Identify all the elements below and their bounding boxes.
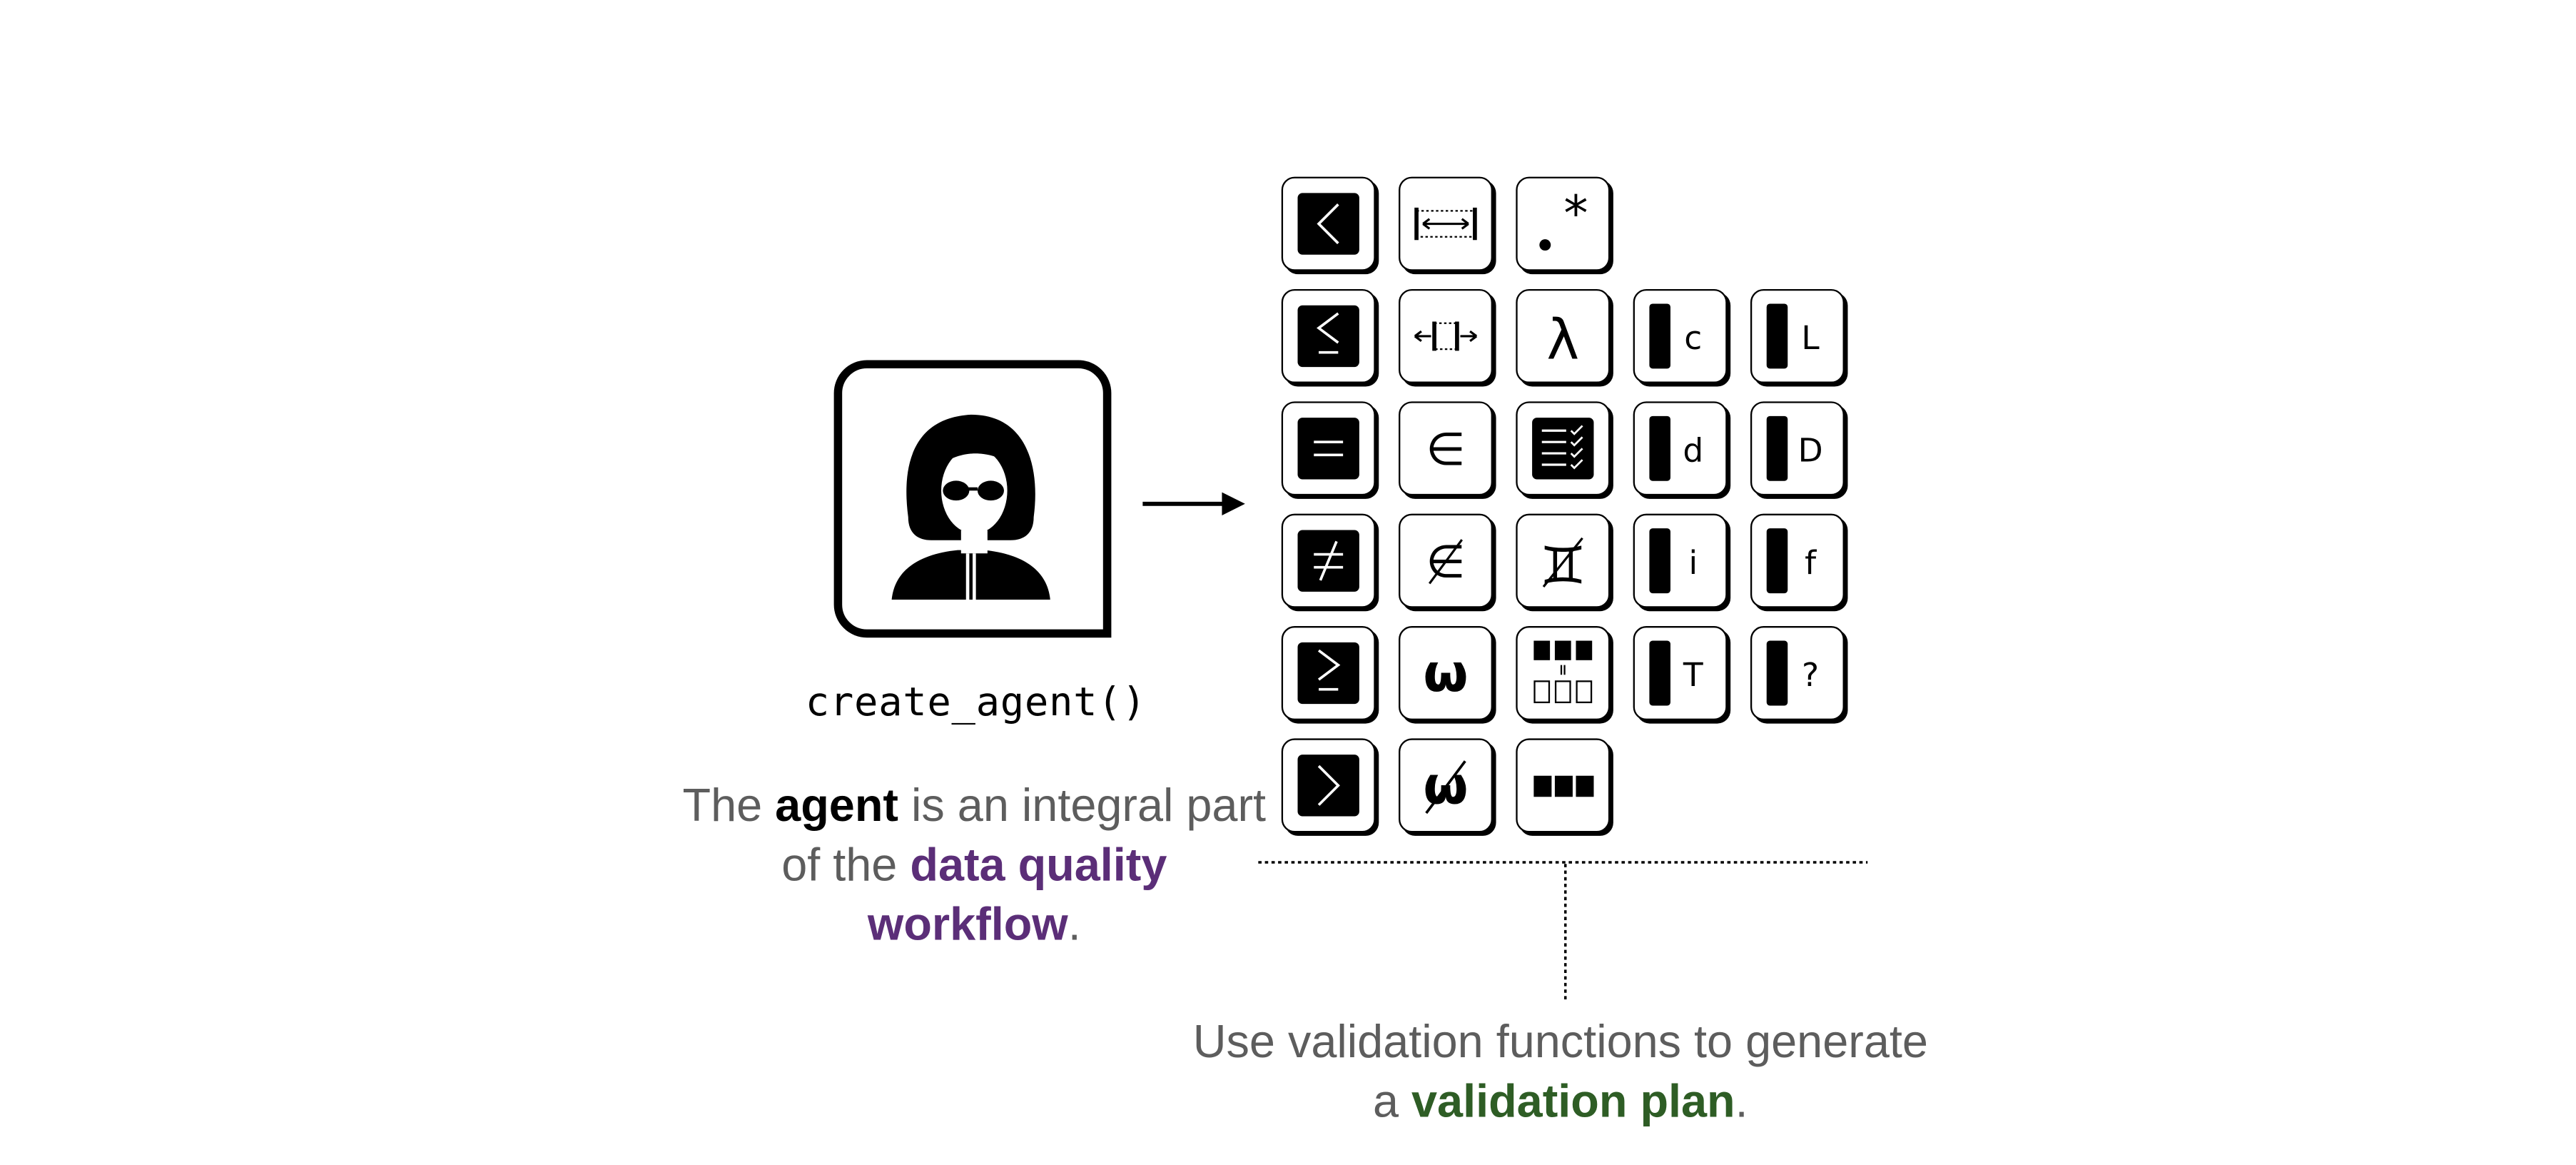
rows-distinct-not-icon: ♊ <box>1540 535 1586 596</box>
col-is-character-icon: c <box>1649 303 1702 369</box>
validation-tile <box>1281 626 1376 720</box>
svg-text:♊: ♊ <box>1540 535 1586 596</box>
validation-tile <box>1281 288 1376 383</box>
grid-bracket <box>1258 861 1868 1002</box>
validation-tile: ∈ <box>1399 513 1493 608</box>
col-is-numeric-icon: d <box>1649 415 1703 481</box>
validation-tile <box>1281 738 1376 833</box>
validation-caption: Use validation functions to generate a v… <box>1192 1016 1928 1127</box>
col-vals-equal-icon <box>1297 418 1359 480</box>
col-is-factor-icon: f <box>1766 528 1817 594</box>
col-vals-in-set-icon: ∈ <box>1426 423 1465 476</box>
validation-tile: f <box>1750 513 1845 608</box>
arrow-right-icon <box>1142 492 1245 515</box>
agent-card <box>833 360 1112 638</box>
workflow-emphasis: data quality workflow <box>867 839 1167 950</box>
col-is-posix-icon: T <box>1649 640 1703 706</box>
svg-text:D: D <box>1798 431 1823 469</box>
col-vals-between-icon <box>1414 207 1477 241</box>
validation-tile: ♊ <box>1516 513 1611 608</box>
agent-avatar-icon <box>891 414 1050 600</box>
validation-tile: * <box>1516 176 1611 271</box>
function-label: create_agent() <box>805 679 1147 725</box>
svg-text:L: L <box>1801 319 1820 357</box>
col-vals-null-icon: ω <box>1423 643 1468 704</box>
validation-tile <box>1516 738 1611 833</box>
validation-tile <box>1399 176 1493 271</box>
svg-text:∈: ∈ <box>1426 423 1465 476</box>
validation-tile: d <box>1633 401 1728 496</box>
col-vals-lt-icon <box>1297 193 1359 255</box>
validation-tile: D <box>1750 401 1845 496</box>
svg-text:i: i <box>1688 544 1698 582</box>
col-vals-expr-icon: λ <box>1546 308 1579 373</box>
col-schema-match-icon <box>1533 640 1593 704</box>
col-vals-outside-icon <box>1414 321 1478 351</box>
col-is-integer-icon: i <box>1649 528 1698 594</box>
svg-text:T: T <box>1683 656 1703 694</box>
validation-tile: ? <box>1750 626 1845 720</box>
col-is-logical-icon: L <box>1766 303 1820 369</box>
conjointly-icon <box>1532 418 1594 480</box>
validation-tile <box>1516 401 1611 496</box>
col-vals-not-null-icon: ω <box>1423 755 1468 816</box>
validation-tile: i <box>1633 513 1728 608</box>
svg-text:d: d <box>1683 431 1703 469</box>
col-vals-lte-icon <box>1297 305 1359 368</box>
validation-tile: ω <box>1399 738 1493 833</box>
col-is-unknown-icon: ? <box>1766 640 1819 706</box>
agent-caption: The agent is an integral part of the dat… <box>682 780 1267 950</box>
validation-tile: L <box>1750 288 1845 383</box>
svg-text:λ: λ <box>1546 308 1579 373</box>
validation-tile: ∈ <box>1399 401 1493 496</box>
validation-tile: c <box>1633 288 1728 383</box>
svg-text:c: c <box>1684 319 1702 357</box>
validation-tile: λ <box>1516 288 1611 383</box>
col-is-date-icon: D <box>1766 415 1823 481</box>
validation-tile <box>1516 626 1611 720</box>
validation-tile <box>1399 288 1493 383</box>
agent-emphasis: agent <box>775 780 899 831</box>
col-vals-not-in-set-icon: ∈ <box>1426 535 1465 588</box>
validation-tile <box>1281 176 1376 271</box>
col-exists-icon <box>1533 775 1594 797</box>
validation-tile <box>1281 513 1376 608</box>
svg-text:*: * <box>1563 186 1588 243</box>
validation-tile <box>1281 401 1376 496</box>
col-vals-gte-icon <box>1297 642 1359 705</box>
col-vals-regex-icon: * <box>1539 186 1588 251</box>
svg-text:f: f <box>1805 544 1817 582</box>
validation-tile: ω <box>1399 626 1493 720</box>
col-vals-gt-icon <box>1297 755 1359 817</box>
svg-text:?: ? <box>1802 656 1819 694</box>
plan-emphasis: validation plan <box>1411 1075 1735 1127</box>
col-vals-not-equal-icon <box>1297 530 1359 592</box>
svg-text:ω: ω <box>1423 643 1468 704</box>
validation-tile: T <box>1633 626 1728 720</box>
